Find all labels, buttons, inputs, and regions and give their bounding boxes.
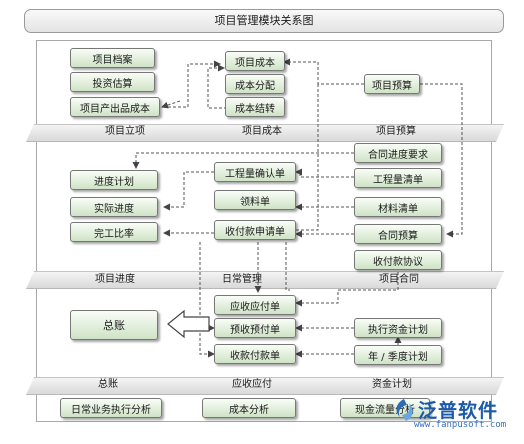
node-shiji-jindu: 实际进度 xyxy=(70,197,158,217)
band-label-zijin-jihua: 资金计划 xyxy=(372,379,412,390)
node-yushou-yufu-dan: 预收预付单 xyxy=(214,318,296,338)
node-chengben-jiezhuan: 成本结转 xyxy=(225,97,285,117)
band-label-zongzhang: 总账 xyxy=(98,379,118,390)
band-label-xiangmu-chengben: 项目成本 xyxy=(242,126,282,137)
brand-logo: 泛普软件 www.fanpusoft.com xyxy=(392,395,518,435)
node-lingliao-dan: 领料单 xyxy=(214,190,296,210)
node-touzi-gusuan: 投资估算 xyxy=(70,72,155,92)
node-cailiao-qingdan: 材料清单 xyxy=(354,197,442,217)
node-nian-jidu-jihua: 年 / 季度计划 xyxy=(354,345,442,365)
node-xiangmu-chanchupin-chengben: 项目产出品成本 xyxy=(70,97,160,117)
band-label-richang-guanli: 日常管理 xyxy=(222,274,262,285)
band-label-xiangmu-lixiang: 项目立项 xyxy=(105,126,145,137)
node-richang-yewu-zhixing-fenxi: 日常业务执行分析 xyxy=(60,398,162,418)
node-shoufukuan-shenqing-dan: 收付款申请单 xyxy=(214,220,296,240)
node-wangong-bili: 完工比率 xyxy=(70,222,158,242)
brand-name: 泛普软件 xyxy=(418,400,499,422)
band-label-xiangmu-yusuan: 项目预算 xyxy=(376,126,416,137)
band-label-xiangmu-jindu: 项目进度 xyxy=(95,274,135,285)
node-xiangmu-yusuan: 项目预算 xyxy=(364,74,420,94)
node-chengben-fenxi: 成本分析 xyxy=(202,398,296,418)
band-label-xiangmu-hetong: 项目合同 xyxy=(379,274,419,285)
node-hetong-yusuan: 合同预算 xyxy=(354,224,442,244)
node-hetong-jindu-yaoqiu: 合同进度要求 xyxy=(354,143,442,163)
node-chengben-fenpei: 成本分配 xyxy=(225,74,285,94)
node-xiangmu-chengben: 项目成本 xyxy=(225,51,285,71)
diagram-title: 项目管理模块关系图 xyxy=(24,9,504,33)
node-shoukuan-fukuan-dan: 收款付款单 xyxy=(214,344,296,364)
node-shoufukuan-xieyi: 收付款协议 xyxy=(354,250,442,270)
node-yingshou-yingfu-dan: 应收应付单 xyxy=(214,295,296,315)
node-gongchengliang-qingdan: 工程量清单 xyxy=(354,168,442,188)
node-zongzhang: 总账 xyxy=(70,310,158,340)
node-xiangmu-dangan: 项目档案 xyxy=(70,48,155,68)
brand-mark-icon xyxy=(396,399,413,421)
node-gongchengliang-quedan: 工程量确认单 xyxy=(214,162,296,182)
node-zhixing-zijin-jihua: 执行资金计划 xyxy=(354,318,442,338)
band-label-yingshou-yingfu: 应收应付 xyxy=(232,379,272,390)
node-jindu-jihua: 进度计划 xyxy=(70,170,158,190)
brand-url: www.fanpusoft.com xyxy=(414,420,507,430)
